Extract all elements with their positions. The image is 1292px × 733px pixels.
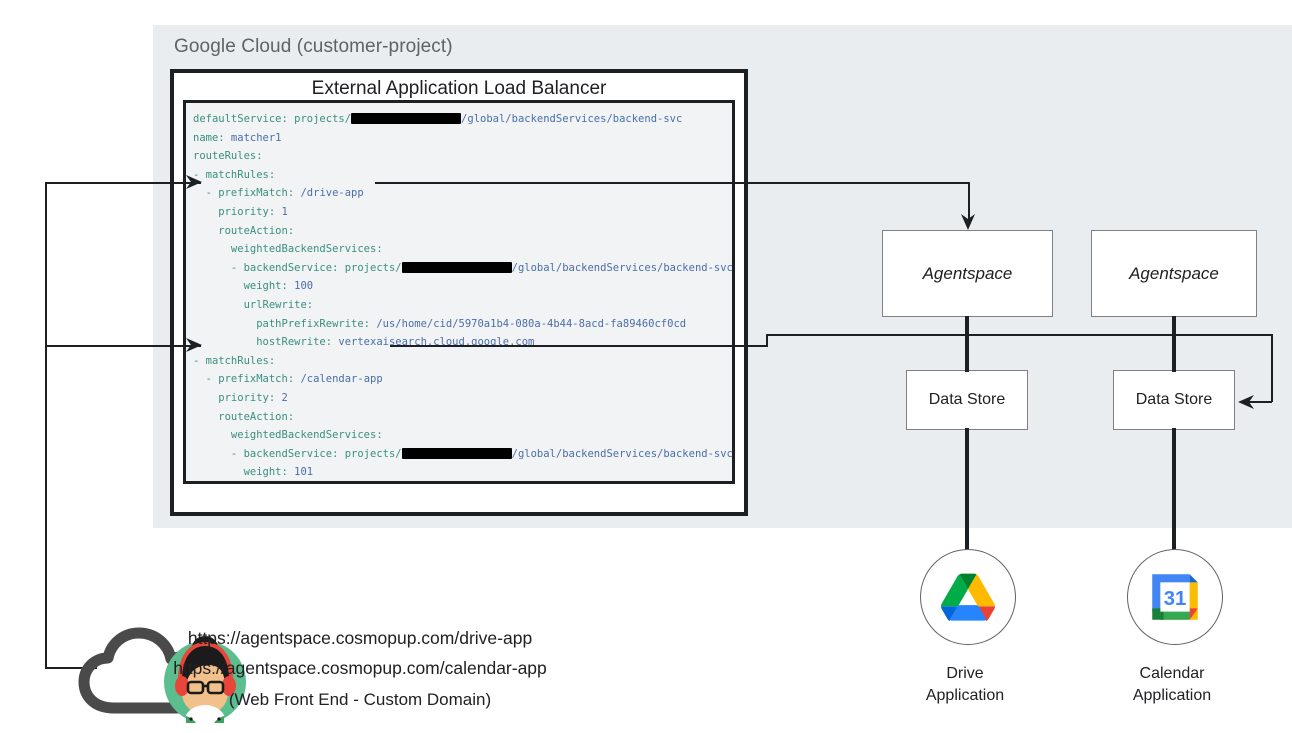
yaml-line: urlRewrite: [193, 298, 314, 311]
yaml-line: - prefixMatch: /calendar-app [193, 373, 383, 386]
calendar-to-datastore-arrow [1238, 395, 1254, 409]
yaml-line: weightedBackendServices: [193, 429, 383, 442]
calendar-route-inbound-arrow [186, 338, 202, 352]
yaml-line: weightedBackendServices: [193, 243, 383, 256]
calendar-day-number: 31 [1164, 588, 1187, 610]
data-store-box-2[interactable]: Data Store [1113, 370, 1235, 430]
frontend-trunk-to-user [45, 667, 97, 669]
calendar-route-inbound-line [45, 345, 201, 347]
yaml-line: urlRewrite: [193, 482, 733, 484]
google-drive-icon [941, 573, 995, 621]
yaml-line: priority: 2 [193, 391, 288, 404]
yaml-line: hostRewrite: vertexaisearch.cloud.google… [193, 336, 535, 349]
datastore1-to-drive-line [965, 428, 969, 554]
agentspace-box-1[interactable]: Agentspace [882, 230, 1053, 317]
frontend-url-calendar: https://agentspace.cosmopup.com/calendar… [173, 658, 547, 678]
calendar-caption-line1: Calendar [1139, 665, 1205, 682]
calendar-to-datastore-vline-1 [766, 334, 768, 346]
calendar-to-datastore-vline-2 [1271, 334, 1273, 402]
datastore2-to-calendar-line [1172, 428, 1176, 554]
agentspace-box-2[interactable]: Agentspace [1091, 230, 1257, 317]
drive-route-inbound-line [45, 182, 201, 184]
agentspace2-to-datastore2-line [1172, 316, 1176, 372]
load-balancer-title: External Application Load Balancer [311, 78, 607, 99]
yaml-line: - matchRules: [193, 354, 276, 367]
yaml-line: pathPrefixRewrite: /us/home/cid/5970a1b4… [193, 317, 687, 330]
yaml-line: weight: 100 [193, 280, 314, 293]
calendar-application-caption: Calendar Application [1082, 663, 1262, 707]
drive-to-agentspace-hline [375, 182, 970, 184]
cloud-user-icon [78, 627, 246, 723]
calendar-to-datastore-hline-1 [390, 345, 768, 347]
yaml-line: weight: 101 [193, 466, 314, 479]
yaml-line: routeAction: [193, 224, 295, 237]
drive-caption-line2: Application [925, 687, 1005, 704]
data-store-box-1[interactable]: Data Store [906, 370, 1028, 430]
yaml-line: defaultService: projects//global/backend… [193, 113, 683, 125]
yaml-line: - matchRules: [193, 168, 276, 181]
calendar-application-circle[interactable]: 31 [1127, 549, 1223, 645]
frontend-note: (Web Front End - Custom Domain) [228, 690, 492, 709]
drive-route-inbound-arrow [186, 175, 202, 189]
agentspace1-to-datastore1-line [965, 316, 969, 372]
frontend-url-drive: https://agentspace.cosmopup.com/drive-ap… [187, 628, 533, 648]
frontend-trunk-vline [45, 182, 47, 668]
yaml-line: priority: 1 [193, 205, 288, 218]
calendar-caption-line2: Application [1132, 687, 1212, 704]
yaml-line: name: matcher1 [193, 131, 282, 144]
yaml-line: routeAction: [193, 410, 295, 423]
drive-application-caption: Drive Application [875, 663, 1055, 707]
yaml-config-code: defaultService: projects//global/backend… [193, 110, 733, 484]
yaml-line: - backendService: projects//global/backe… [193, 261, 733, 274]
calendar-to-datastore-hline-2 [766, 334, 1272, 336]
google-cloud-region-label: Google Cloud (customer-project) [174, 36, 453, 57]
calendar-to-datastore-hline-3 [1248, 401, 1272, 403]
google-calendar-icon: 31 [1152, 574, 1198, 620]
yaml-line: - backendService: projects//global/backe… [193, 447, 733, 460]
yaml-line: - prefixMatch: /drive-app [193, 187, 364, 200]
yaml-line: routeRules: [193, 150, 263, 163]
drive-application-circle[interactable] [920, 549, 1016, 645]
drive-caption-line1: Drive [946, 665, 984, 682]
drive-to-agentspace-vline [968, 182, 970, 222]
yaml-config-block: defaultService: projects//global/backend… [183, 100, 735, 484]
drive-to-agentspace-arrow [961, 214, 975, 230]
